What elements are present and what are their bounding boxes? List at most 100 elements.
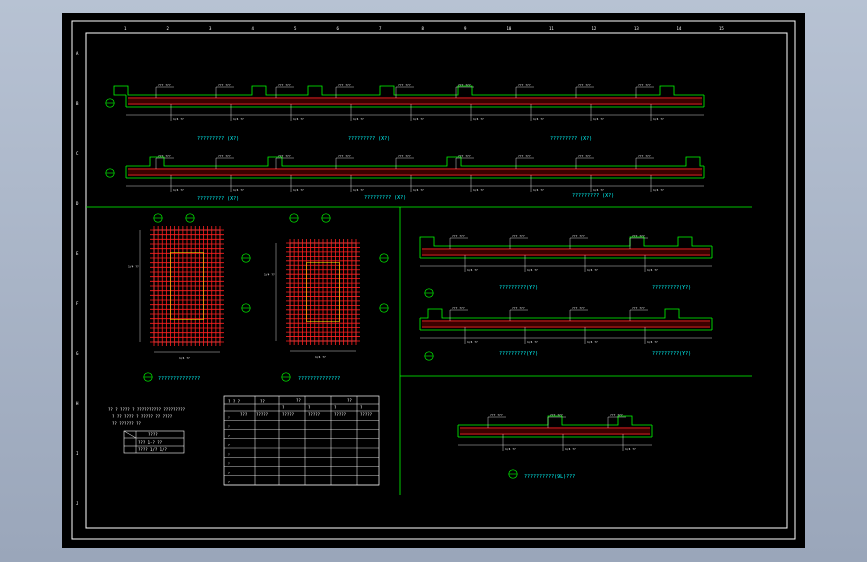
notes-block: ?? ? ???? ? ?????????? ????????? ? ?? ??…: [108, 407, 186, 454]
dim-label: 1/4 ??: [625, 447, 636, 451]
note-box-header: ????: [148, 432, 158, 437]
table-subheader: ?: [334, 405, 337, 410]
rebar-table: ???????? ? ? ? ?? ?? ?? ? ? ? ? ??? ????…: [223, 395, 380, 486]
axis-marker: [508, 469, 518, 479]
rebar-fill: [422, 250, 710, 254]
dim-label: 1/4 ??: [647, 340, 658, 344]
beam-label: ??? ???: [550, 413, 563, 417]
grid-left-label: B: [76, 101, 79, 106]
beam-title-r2-left: ?????????(Y?): [499, 351, 538, 357]
table-cell: ?????: [282, 412, 295, 417]
grid-top-label: 10: [507, 26, 512, 31]
axis-marker: [424, 351, 434, 361]
dim-label: 1/4 ??: [467, 340, 478, 344]
beam-title-b1-mid: ????????? (X?): [348, 136, 390, 142]
beam-label: ??? ???: [632, 234, 645, 238]
beam-label: ??? ???: [338, 83, 351, 87]
dim-label: 1/4 ??: [593, 188, 604, 192]
dim-label: 1/4 ??: [233, 117, 244, 121]
beam-label: ??? ???: [338, 154, 351, 158]
grid-top-label: 4: [252, 26, 255, 31]
beam-label: ??? ???: [278, 83, 291, 87]
beam-title-r2-right: ?????????(Y?): [652, 351, 691, 357]
beam-section: ??? ???1/4 ????? ???1/4 ????? ???1/4 ??: [457, 413, 653, 451]
grid-top-label: 14: [677, 26, 682, 31]
grid-left-label: H: [76, 401, 79, 406]
table-row-index: ?: [228, 452, 230, 456]
rebar-grid: 1/4 ??1/4 ??: [128, 226, 224, 360]
column-outline: [170, 252, 204, 320]
beam-outline-top: [420, 308, 712, 319]
axis-marker: [105, 168, 115, 178]
note-box-row: ??? 1-? ??: [138, 440, 163, 445]
grid-top-label: 12: [592, 26, 597, 31]
grid-title-left: ??????????????: [158, 376, 200, 382]
axis-marker: [185, 213, 195, 223]
beam-label: ??? ???: [638, 83, 651, 87]
table-header: ??: [260, 399, 265, 404]
table-header: ??: [347, 398, 352, 403]
dim-label: 1/4 ??: [473, 117, 484, 121]
table-row-index: ?: [228, 462, 230, 466]
axis-marker: [379, 253, 389, 263]
note-box-line: [123, 430, 137, 439]
table-subheader: ?: [360, 405, 363, 410]
table-header: ??: [296, 398, 301, 403]
axis-marker: [241, 253, 251, 263]
beam-outline-top: [419, 236, 712, 247]
grid-top-label: 15: [719, 26, 724, 31]
dim-label: 1/4 ??: [587, 268, 598, 272]
beam-label: ??? ???: [458, 83, 471, 87]
axis-marker: [321, 213, 331, 223]
axis-marker: [241, 303, 251, 313]
dim-label: 1/4 ??: [353, 188, 364, 192]
beam-label: ??? ???: [572, 234, 585, 238]
note-line: ?? ? ???? ? ?????????? ?????????: [108, 407, 186, 412]
column-outline: [306, 262, 340, 322]
rebar-grid: 1/4 ?? 1/4 ??: [264, 239, 360, 359]
grid-left-label: E: [76, 251, 79, 256]
dim-label: 1/4 ??: [264, 273, 275, 277]
grid-top-label: 6: [337, 26, 340, 31]
beam-label: ??? ???: [572, 306, 585, 310]
table-subheader: ?: [282, 405, 285, 410]
grid-top-label: 13: [634, 26, 639, 31]
grid-left-label: C: [76, 151, 79, 156]
table-cell: ?????: [256, 412, 269, 417]
note-line: ? ?? ???? ? ????? ?? ????: [112, 414, 173, 419]
beam-label: ??? ???: [278, 154, 291, 158]
beam-label: ??? ???: [398, 83, 411, 87]
beam-label: ??? ???: [158, 83, 171, 87]
axis-marker: [153, 213, 163, 223]
table-header: ? ? ?: [228, 399, 241, 404]
beam-label: ??? ???: [452, 234, 465, 238]
table-cell: ?????: [334, 412, 347, 417]
grid-top-label: 9: [464, 26, 467, 31]
table-row-index: ?: [228, 471, 230, 475]
grid-left-label: A: [76, 51, 79, 56]
rebar-fill: [128, 99, 702, 103]
beam-title-b2-left: ????????? (X?): [197, 196, 239, 202]
table-row-index: ?: [228, 443, 230, 447]
dim-label: 1/4 ??: [293, 117, 304, 121]
beam-title-r1-left: ?????????(Y?): [499, 285, 538, 291]
dim-label: 1/4 ??: [467, 268, 478, 272]
table-border: [223, 395, 380, 486]
beam-label: ??? ???: [458, 154, 471, 158]
beam-outline-top: [126, 156, 704, 167]
grid-left-label: G: [76, 351, 79, 356]
axis-circle: [289, 213, 299, 223]
beam-label: ??? ???: [578, 83, 591, 87]
beam-label: ??? ???: [578, 154, 591, 158]
rebar-fill: [128, 170, 702, 174]
beam-section: ??? ???1/4 ????? ???1/4 ????? ???1/4 ???…: [419, 306, 713, 344]
dim-label: 1/4 ??: [653, 188, 664, 192]
axis-marker: [289, 213, 299, 223]
dim-label: 1/4 ??: [315, 355, 326, 359]
beam-title-r1-right: ?????????(Y?): [652, 285, 691, 291]
dim-label: 1/4 ??: [647, 268, 658, 272]
beam-label: ??? ???: [490, 413, 503, 417]
grid-top-label: 1: [124, 26, 127, 31]
